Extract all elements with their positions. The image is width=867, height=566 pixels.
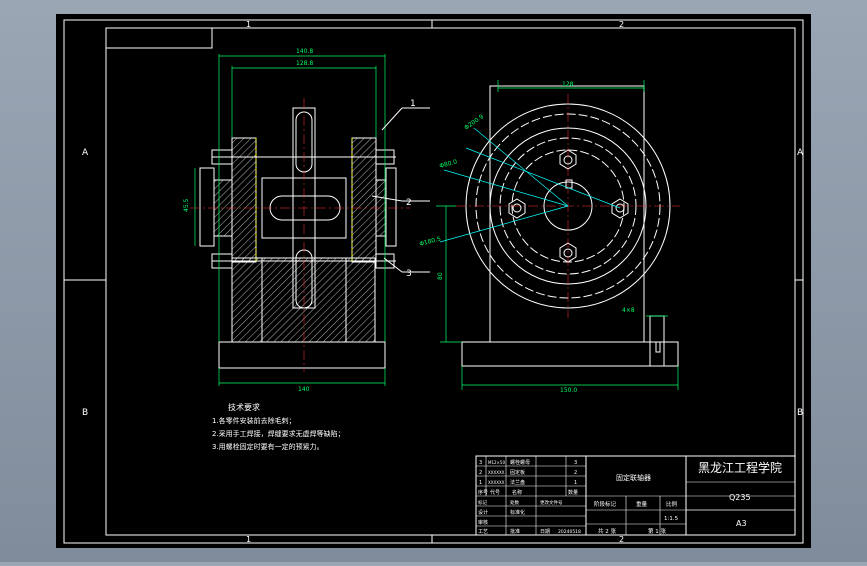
weight-label: 重量: [636, 500, 648, 508]
material: Q235: [729, 493, 751, 502]
dim-width-base: 140: [298, 386, 310, 393]
bom-header-qty: 数量: [568, 489, 578, 496]
rev-mark: 标记: [478, 499, 487, 506]
corner-box: [105, 27, 213, 49]
bom-1-name: 法兰盘: [510, 479, 525, 486]
bom-1-no: 1: [479, 480, 482, 486]
sign-design: 设计: [478, 509, 488, 516]
drawing-sheet: [56, 14, 811, 548]
drawing-name: 固定联轴器: [616, 473, 651, 482]
rev-count: 处数: [510, 499, 519, 506]
school-name: 黑龙江工程学院: [698, 460, 782, 475]
front-dimensions: [436, 80, 679, 390]
balloon-1: 1: [410, 99, 416, 109]
balloon-leaders: [371, 107, 430, 273]
bom-header-code: 代号: [490, 489, 500, 496]
dim-front-base: 150.0: [560, 387, 577, 394]
bom-header-no: 序号: [478, 489, 488, 496]
dim-front-width: 128: [562, 81, 574, 88]
sheet-no: 第 1 张: [648, 527, 666, 535]
zone-label-top-2: 2: [619, 20, 624, 29]
bom-2-no: 2: [479, 470, 482, 476]
tech-req-title: 技术要求: [228, 402, 260, 412]
dim-width-top: 140.8: [296, 48, 313, 55]
outer-frame: [63, 19, 804, 544]
scale-label: 比例: [666, 500, 678, 508]
bom-1-qty: 1: [574, 480, 577, 486]
section-view: [190, 98, 410, 372]
stage-label: 阶段标记: [594, 500, 617, 508]
tech-req-item-2: 2.采用手工焊接，焊缝要求无虚焊等缺陷；: [212, 429, 345, 438]
bom-2-code: XXXXXX: [488, 470, 505, 475]
bom-3-code: M12×50: [488, 460, 505, 465]
balloon-3: 3: [406, 269, 412, 279]
bom-2-name: 固定板: [510, 469, 525, 476]
tech-req-item-1: 1.各零件安装前去除毛刺；: [212, 416, 296, 425]
title-block: [475, 455, 796, 536]
bom-2-qty: 2: [574, 470, 577, 476]
sign-review: 审核: [478, 519, 488, 526]
rev-file: 更改文件号: [540, 499, 563, 506]
bom-header-name: 名称: [512, 489, 522, 496]
dim-bore-height: 45.5: [183, 198, 190, 212]
zone-label-left-b: B: [82, 408, 88, 418]
sheet-total: 共 2 张: [598, 527, 616, 535]
sheet-size: A3: [736, 519, 747, 528]
zone-label-bottom-2: 2: [619, 535, 624, 544]
date-value: 20240518: [558, 529, 581, 535]
zone-label-right-b: B: [797, 408, 803, 418]
bom-1-code: XXXXXX: [488, 480, 505, 485]
inner-frame: [105, 27, 796, 536]
balloon-2: 2: [406, 198, 412, 208]
sign-process: 工艺: [478, 529, 488, 535]
sign-standard: 标准化: [510, 509, 525, 516]
dim-side-small: 4×8: [622, 307, 635, 314]
tech-req-item-3: 3.用螺栓固定时要有一定的预紧力。: [212, 442, 324, 451]
zone-label-right-a: A: [797, 148, 804, 158]
bom-3-no: 3: [479, 460, 482, 466]
scale-value: 1:1.5: [664, 516, 679, 522]
zone-label-bottom-1: 1: [246, 535, 251, 544]
dim-dia-mid: Φ80.0: [439, 158, 458, 169]
zone-label-left-a: A: [82, 148, 89, 158]
zone-label-top-1: 1: [246, 20, 251, 29]
sign-approve: 批准: [510, 528, 520, 535]
dim-width-inner: 128.8: [296, 60, 313, 67]
date-label: 日期: [540, 529, 550, 535]
dim-front-height: 80: [437, 272, 444, 280]
bom-3-qty: 3: [574, 460, 577, 466]
bom-3-name: 螺栓螺母: [510, 459, 530, 466]
